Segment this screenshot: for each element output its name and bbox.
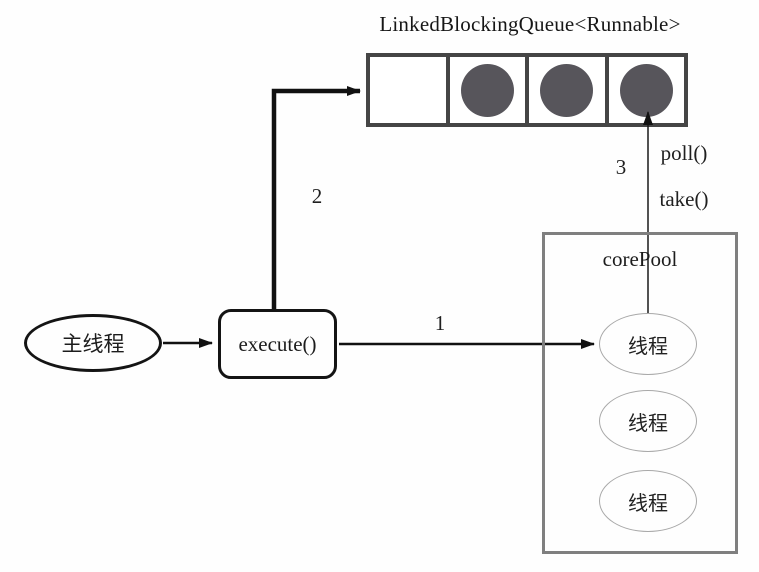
execute-node: execute() [218, 309, 337, 379]
queue-cell [370, 57, 446, 123]
core-thread-label: 线程 [628, 412, 668, 435]
blocking-queue [366, 53, 688, 127]
execute-label: execute() [238, 331, 317, 356]
core-pool-label: corePool [602, 247, 678, 271]
queue-title: LinkedBlockingQueue<Runnable> [379, 12, 681, 36]
task-circle [619, 63, 673, 117]
core-thread-node: 线程 [599, 470, 697, 532]
main-thread-label: 主线程 [61, 332, 125, 356]
step1-label: 1 [434, 311, 446, 335]
core-pool-box: corePool [542, 232, 738, 554]
queue-cell [445, 57, 526, 123]
main-thread-node: 主线程 [24, 314, 162, 372]
step3-label: 3 [615, 155, 627, 179]
poll-label: poll() [660, 141, 708, 165]
core-thread-label: 线程 [628, 492, 668, 515]
queue-cell [525, 57, 605, 123]
queue-cell [604, 57, 685, 123]
core-thread-node: 线程 [599, 390, 697, 452]
take-label: take() [659, 187, 709, 211]
step2-label: 2 [311, 184, 323, 208]
core-thread-node: 线程 [599, 313, 697, 375]
core-thread-label: 线程 [628, 335, 668, 358]
task-circle [460, 63, 514, 117]
task-circle [540, 63, 594, 117]
